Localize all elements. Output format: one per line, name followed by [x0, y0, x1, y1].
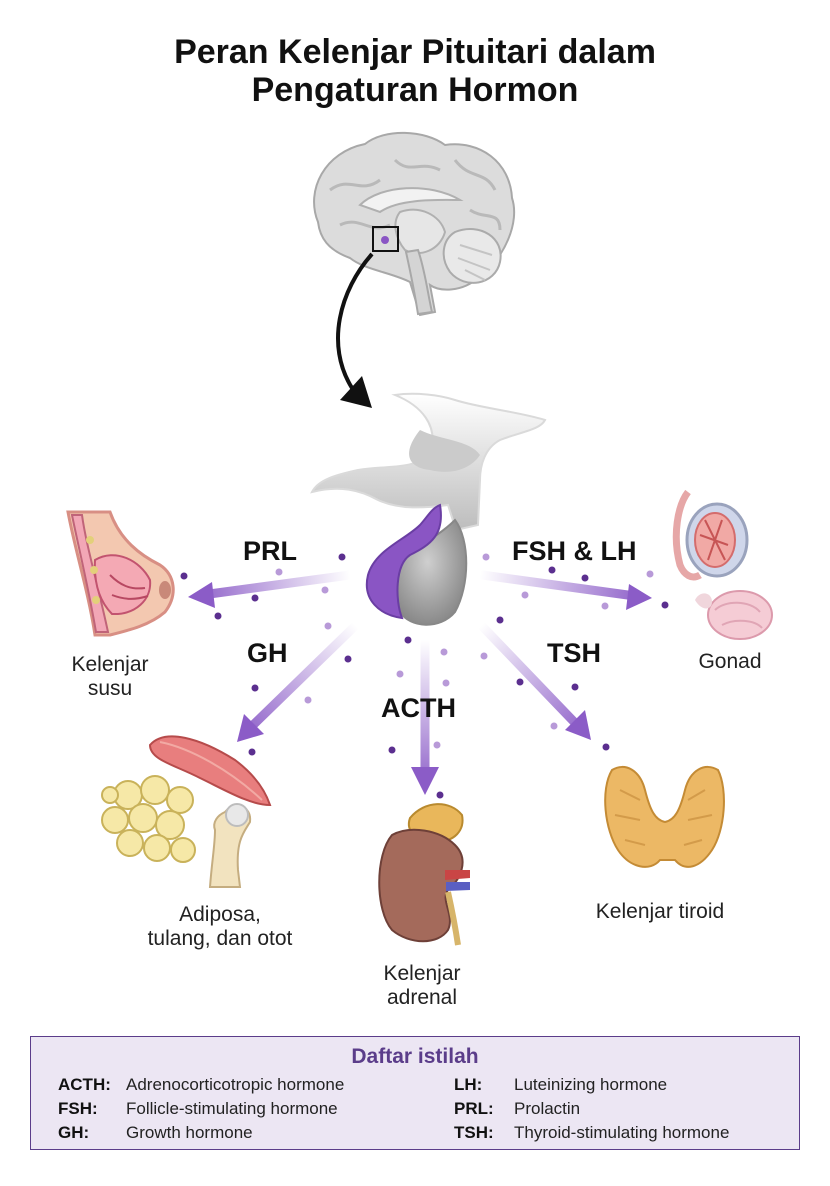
target-label-thyroid: Kelenjar tiroid — [595, 900, 725, 923]
target-label-mammary: Kelenjar susu — [50, 653, 170, 701]
prl-arrowhead — [188, 582, 215, 608]
gonad-illustration — [672, 489, 773, 640]
mammary-gland-illustration — [66, 510, 175, 637]
glossary-def-tsh: Thyroid-stimulating hormone — [514, 1123, 730, 1142]
glossary-abbr-gh: GH: — [58, 1123, 90, 1142]
pituitary-gland — [365, 503, 468, 626]
acth-arrowhead — [411, 767, 439, 795]
hypothalamus-stalk — [310, 392, 547, 532]
hormone-particles — [180, 553, 669, 799]
target-label-adrenal-line1: Kelenjar — [383, 962, 461, 985]
thyroid-illustration — [604, 765, 725, 868]
adrenal-kidney-illustration — [378, 803, 470, 946]
hormone-label-gh: GH — [247, 638, 288, 668]
tsh-arrowhead — [565, 710, 591, 740]
target-label-adrenal: Kelenjar adrenal — [362, 962, 482, 1010]
brain-illustration — [313, 131, 516, 317]
target-label-adrenal-line2: adrenal — [386, 986, 458, 1009]
glossary-abbr-prl: PRL: — [454, 1099, 494, 1118]
glossary-def-fsh: Follicle-stimulating hormone — [126, 1099, 338, 1118]
target-label-mammary-line1: Kelenjar — [71, 653, 149, 676]
glossary-def-lh: Luteinizing hormone — [514, 1075, 668, 1094]
target-label-adipose-line2: tulang, dan otot — [147, 927, 293, 950]
fsh-lh-arrowhead — [626, 584, 652, 610]
tsh-arrow-shaft — [477, 621, 583, 731]
hormone-label-prl: PRL — [243, 536, 297, 566]
glossary-box: Daftar istilah ACTH: Adrenocorticotropic… — [30, 1036, 800, 1150]
zoom-arrow — [336, 252, 374, 408]
glossary-abbr-tsh: TSH: — [454, 1123, 494, 1142]
glossary-def-acth: Adrenocorticotropic hormone — [126, 1075, 345, 1094]
hormone-label-acth: ACTH — [381, 693, 456, 723]
target-label-gonad: Gonad — [698, 650, 762, 673]
glossary-abbr-fsh: FSH: — [58, 1099, 98, 1118]
hormone-label-fsh-lh: FSH & LH — [512, 536, 637, 566]
fsh-lh-arrow-shaft — [477, 570, 640, 601]
target-label-mammary-line2: susu — [87, 677, 133, 700]
gh-arrowhead — [237, 714, 264, 742]
target-label-adipose-line1: Adiposa, — [179, 903, 261, 926]
glossary-abbr-acth: ACTH: — [58, 1075, 111, 1094]
glossary-abbr-lh: LH: — [454, 1075, 483, 1094]
target-label-adipose: Adiposa, tulang, dan otot — [100, 903, 340, 951]
glossary-def-gh: Growth hormone — [126, 1123, 253, 1142]
prl-arrow-shaft — [197, 570, 355, 600]
glossary-title: Daftar istilah — [351, 1045, 479, 1068]
adipose-bone-muscle-illustration — [101, 735, 272, 888]
hormone-label-tsh: TSH — [547, 638, 601, 668]
hormone-arrows — [188, 570, 652, 795]
gh-arrow-shaft — [245, 621, 360, 733]
glossary-def-prl: Prolactin — [514, 1099, 581, 1118]
title-line-2: Pengaturan Hormon — [251, 71, 579, 109]
title-line-1: Peran Kelenjar Pituitari dalam — [174, 33, 656, 71]
